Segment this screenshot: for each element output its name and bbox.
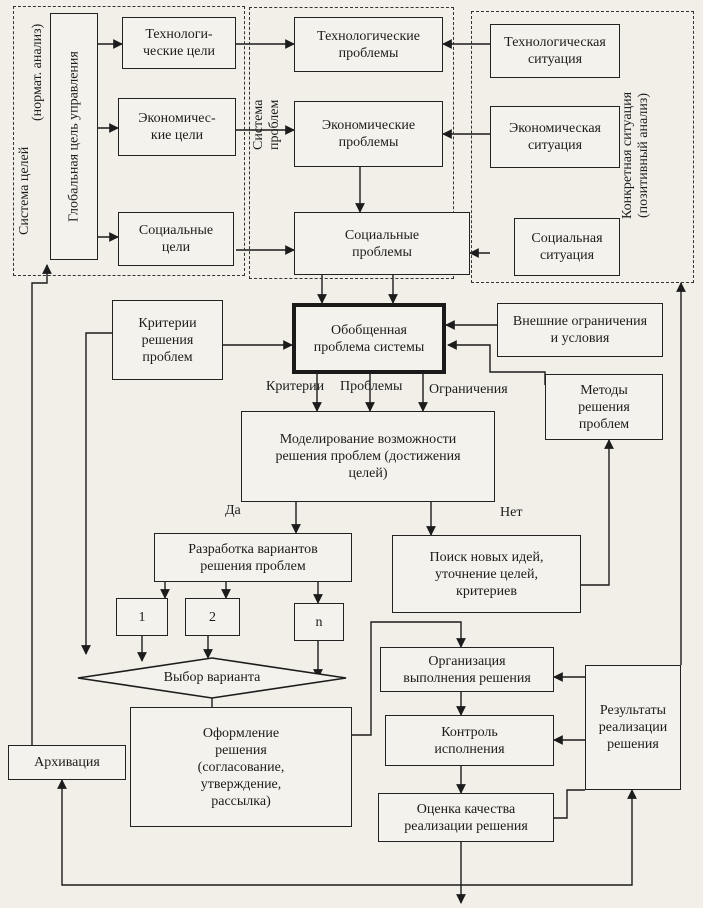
- tech-situation-box: Технологическая ситуация: [490, 24, 620, 78]
- edge-bottom-loop-left: [57, 779, 461, 886]
- tech-goals-box: Технологи- ческие цели: [122, 17, 236, 69]
- edge-label-yes: Да: [225, 503, 241, 518]
- search-ideas-box: Поиск новых идей, уточнение целей, крите…: [392, 535, 581, 613]
- edge-label-criteria: Критерии: [266, 379, 325, 394]
- goals-group-frame: [13, 6, 245, 276]
- edge-label-problems: Проблемы: [340, 379, 403, 394]
- archive-box: Архивация: [8, 745, 126, 780]
- edge-label-limits: Ограничения: [429, 382, 508, 397]
- general-problem-box: Обобщенная проблема системы: [292, 303, 446, 374]
- choice-diamond: [77, 657, 347, 699]
- tech-problems-box: Технологические проблемы: [294, 17, 443, 72]
- variants-box: Разработка вариантов решения проблем: [154, 533, 352, 582]
- edge-formalize-org: [352, 621, 466, 736]
- situation-group-label: Конкретная ситуация (позитивный анализ): [620, 91, 651, 219]
- goals-group-label-2: (нормат. анализ): [30, 23, 45, 121]
- choice-label: Выбор варианта: [163, 670, 261, 685]
- situation-group-frame: [471, 11, 694, 283]
- problems-group-frame: [249, 7, 454, 279]
- social-situation-box: Социальная ситуация: [514, 218, 620, 276]
- econ-goals-box: Экономичес- кие цели: [118, 98, 236, 156]
- results-box: Результаты реализации решения: [585, 665, 681, 790]
- social-goals-box: Социальные цели: [118, 212, 234, 266]
- econ-situation-box: Экономическая ситуация: [490, 106, 620, 168]
- goals-group-label: Система целей: [17, 146, 32, 236]
- edge-criteria-choice: [81, 332, 112, 655]
- variant-n-box: n: [294, 603, 344, 641]
- social-problems-box: Социальные проблемы: [294, 212, 470, 275]
- modeling-box: Моделирование возможности решения пробле…: [241, 411, 495, 502]
- variant-1-box: 1: [116, 598, 168, 636]
- edge-bottom-loop-right: [461, 789, 637, 886]
- quality-box: Оценка качества реализации решения: [378, 793, 554, 842]
- edge-quality-results: [554, 789, 585, 819]
- global-goal-box: Глобальная цель управления: [50, 13, 98, 260]
- organize-box: Организация выполнения решения: [380, 647, 554, 692]
- external-conditions-box: Внешние ограничения и условия: [497, 303, 663, 357]
- econ-problems-box: Экономические проблемы: [294, 101, 443, 167]
- edge-label-no: Нет: [500, 505, 523, 520]
- formalize-box: Оформление решения (согласование, утверж…: [130, 707, 352, 827]
- methods-box: Методы решения проблем: [545, 374, 663, 440]
- control-box: Контроль исполнения: [385, 715, 554, 766]
- edge-archive-global: [31, 264, 52, 745]
- criteria-box: Критерии решения проблем: [112, 300, 223, 380]
- variant-2-box: 2: [185, 598, 240, 636]
- problems-group-label: Система проблем: [251, 99, 282, 151]
- edge-search-methods: [581, 439, 614, 586]
